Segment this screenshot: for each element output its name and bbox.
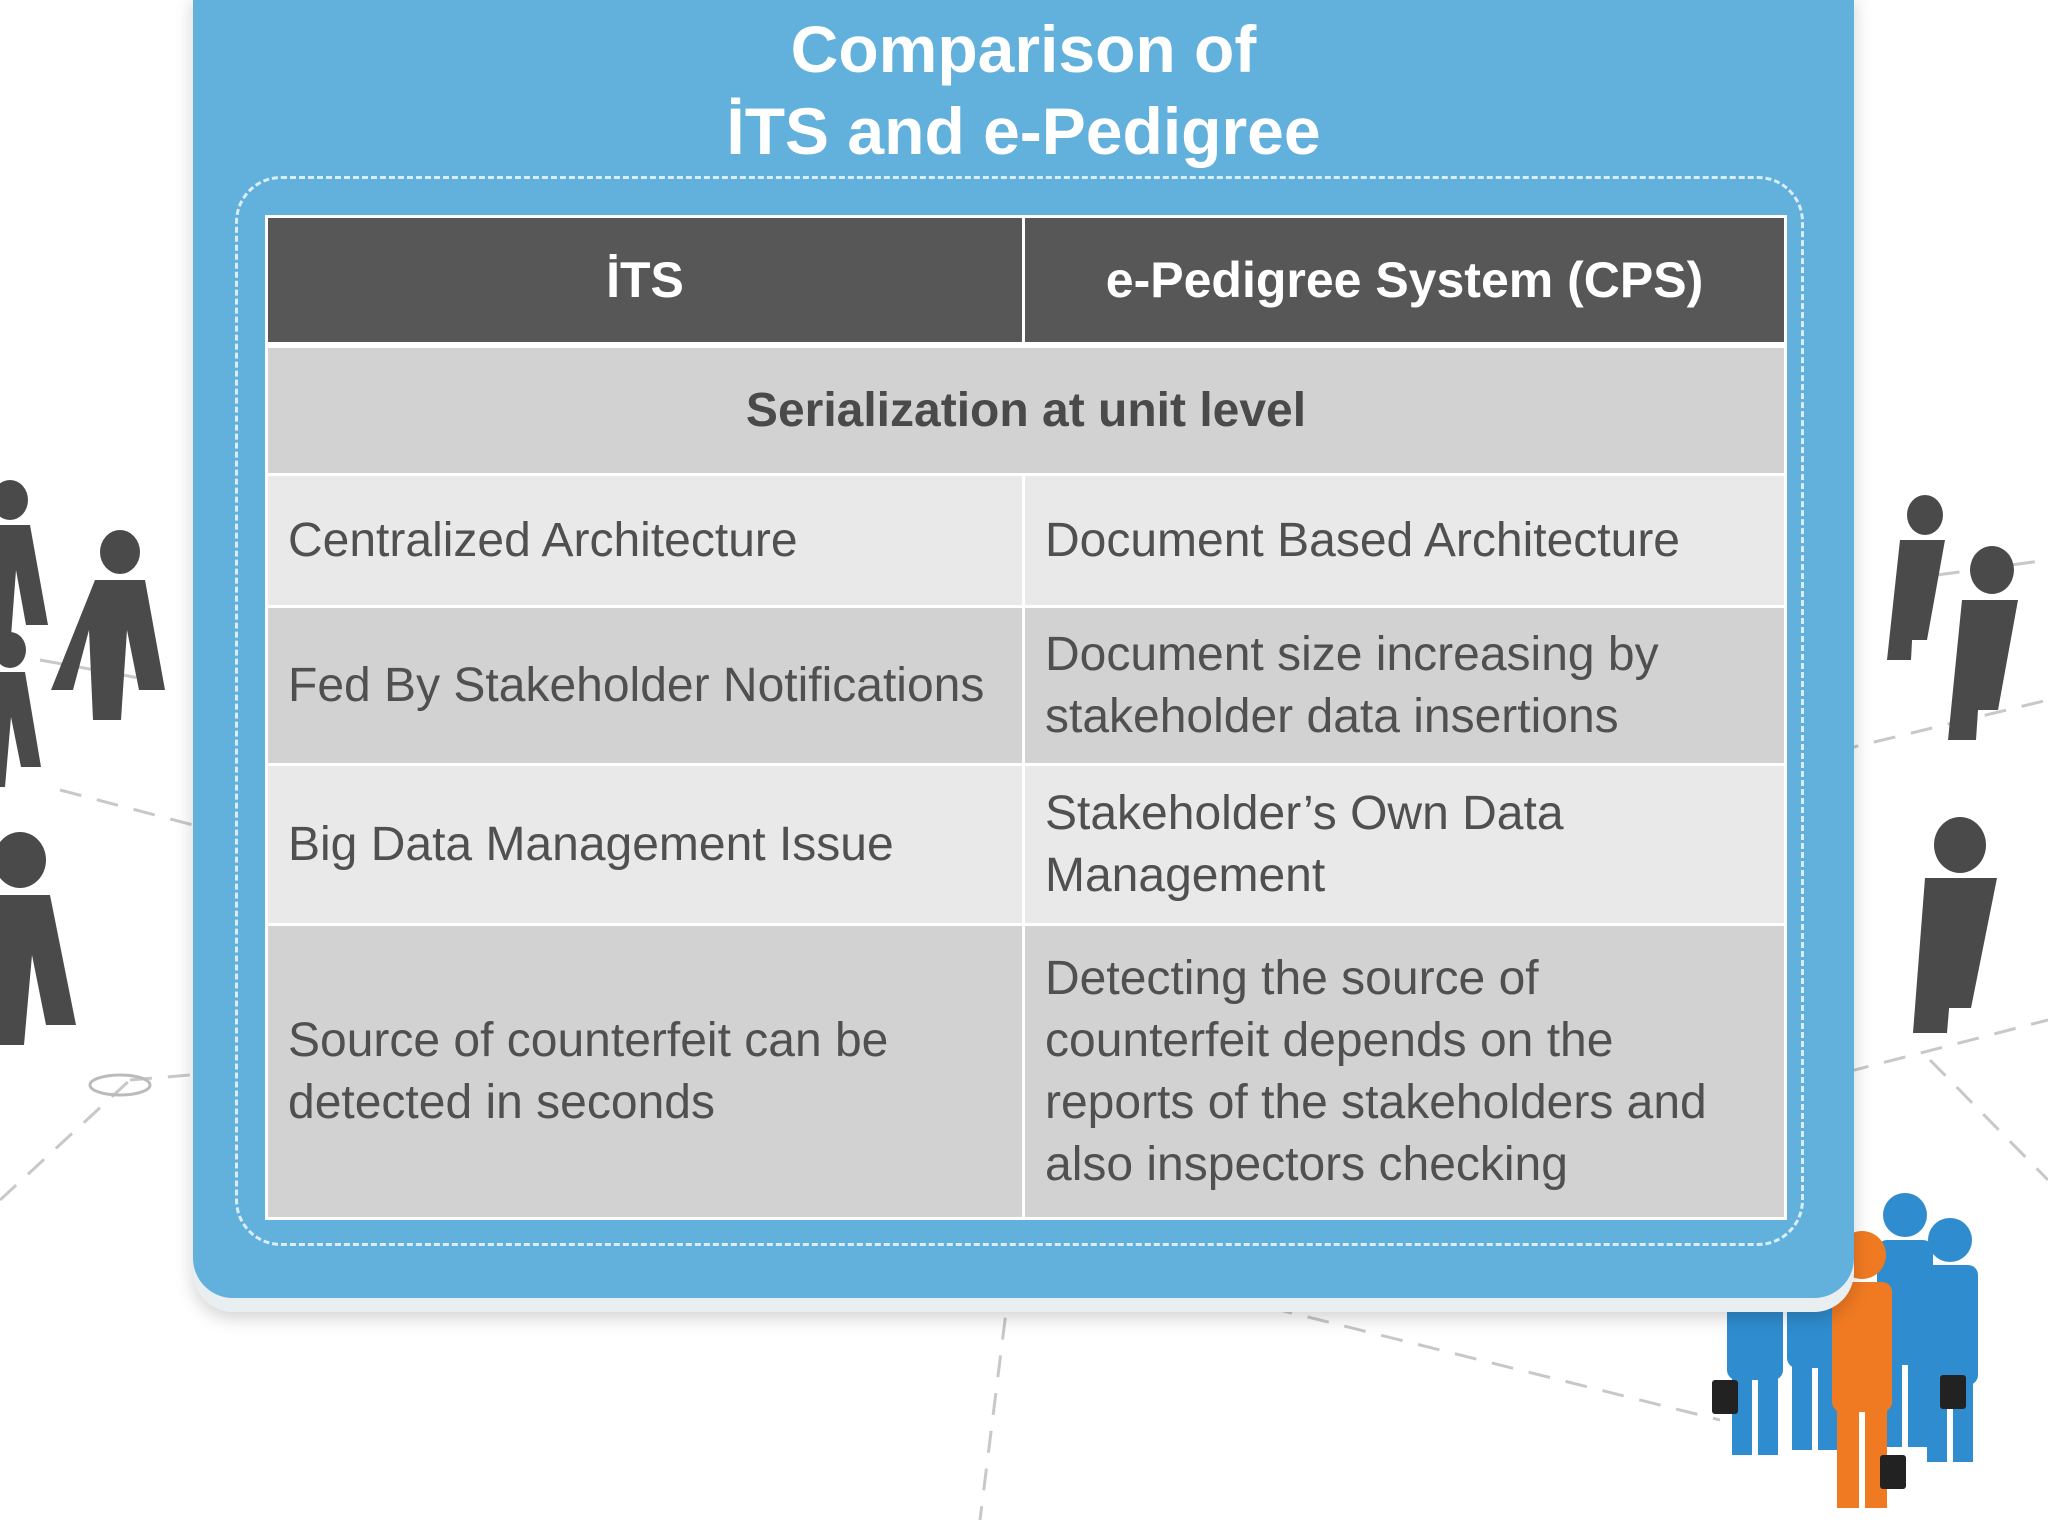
person-figure-icon (1887, 495, 2018, 1033)
merged-cell-serialization: Serialization at unit level (265, 343, 1787, 476)
table-row-merged: Serialization at unit level (265, 343, 1787, 476)
table-row: Centralized Architecture Document Based … (265, 473, 1787, 608)
table-cell: Source of counterfeit can be detected in… (265, 923, 1025, 1220)
header-its: İTS (265, 215, 1025, 346)
person-figure-icon (0, 480, 165, 1045)
table-cell: Fed By Stakeholder Notifications (265, 605, 1025, 766)
table-cell: Detecting the source of counterfeit depe… (1022, 923, 1787, 1220)
header-e-pedigree: e-Pedigree System (CPS) (1022, 215, 1787, 346)
comparison-table: İTS e-Pedigree System (CPS) Serializatio… (265, 215, 1787, 1220)
table-cell: Stakeholder’s Own Data Management (1022, 763, 1787, 926)
table-cell: Document Based Architecture (1022, 473, 1787, 608)
table-row: Source of counterfeit can be detected in… (265, 923, 1787, 1220)
slide-title: Comparison of İTS and e-Pedigree (193, 8, 1854, 172)
table-cell: Centralized Architecture (265, 473, 1025, 608)
dashed-frame (235, 176, 1804, 1246)
table-header-row: İTS e-Pedigree System (CPS) (265, 215, 1787, 346)
table-row: Fed By Stakeholder Notifications Documen… (265, 605, 1787, 766)
table-cell: Big Data Management Issue (265, 763, 1025, 926)
title-line-1: Comparison of (790, 12, 1257, 86)
title-line-2: İTS and e-Pedigree (726, 94, 1321, 168)
table-cell: Document size increasing by stakeholder … (1022, 605, 1787, 766)
table-row: Big Data Management Issue Stakeholder’s … (265, 763, 1787, 926)
